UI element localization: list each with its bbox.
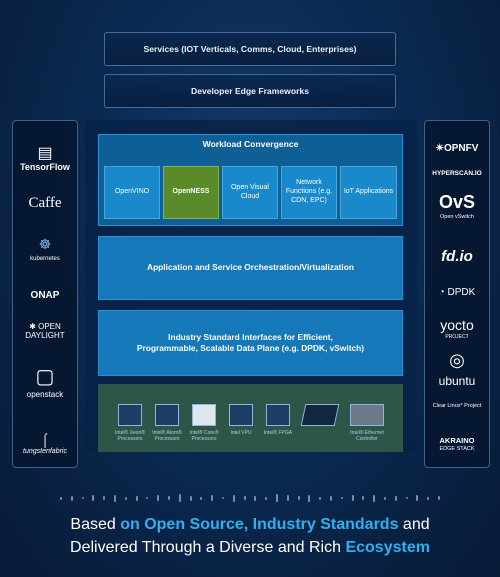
- yocto-logo: yocto: [440, 317, 474, 333]
- fdio-logo: fd.io: [441, 248, 473, 265]
- hw-label-atom: Intel® Atom® Processors: [152, 430, 182, 442]
- xeon-chip-icon: [118, 404, 142, 426]
- services-box: Services (IOT Verticals, Comms, Cloud, E…: [104, 32, 396, 66]
- onap-logo: ONAP: [30, 290, 60, 301]
- tagline-line2: Delivered Through a Diverse and Rich Eco…: [70, 539, 430, 556]
- akraino-logo: AKRAINO: [439, 436, 475, 445]
- vpu-chip-icon: [229, 404, 253, 426]
- developer-frameworks-box: Developer Edge Frameworks: [104, 74, 396, 108]
- tensorflow-icon: ▤: [37, 145, 53, 162]
- left-ecosystem-sidebar: [12, 120, 78, 468]
- interfaces-line2: Programmable, Scalable Data Plane (e.g. …: [136, 343, 365, 353]
- hyperscan-logo: HYPERSCAN.IO: [432, 170, 482, 177]
- ubuntu-logo: ubuntu: [438, 374, 476, 388]
- workload-item-network-functions: Network Functions (e.g. CDN, EPC): [281, 166, 337, 219]
- opnfv-logo: ✴OPNFV: [435, 143, 479, 154]
- ovs-logo: OvS: [438, 192, 476, 212]
- core-chip-icon: [192, 404, 216, 426]
- right-ecosystem-sidebar: [424, 120, 490, 468]
- yocto-subtitle: PROJECT: [445, 334, 469, 340]
- developer-frameworks-label: Developer Edge Frameworks: [191, 86, 309, 96]
- atom-chip-icon: [155, 404, 179, 426]
- tungstenfabric-logo: tungstenfabric: [23, 448, 67, 455]
- hw-label-vpu: Intel VPU: [230, 430, 252, 436]
- opendaylight-icon: ✱: [29, 322, 39, 331]
- hw-label-fpga: Intel® FPGA: [263, 430, 293, 436]
- kubernetes-icon: ☸: [38, 236, 52, 252]
- ovs-subtitle: Open vSwitch: [440, 214, 474, 220]
- tagline-line1: Based on Open Source, Industry Standards…: [70, 516, 430, 533]
- dpdk-logo: ◔ DPDK: [438, 287, 476, 298]
- tensorflow-logo: TensorFlow: [20, 162, 70, 172]
- hw-label-xeon: Intel® Xeon® Processors: [115, 430, 145, 442]
- workload-item-openness: OpenNESS: [163, 166, 219, 219]
- caffe-logo: Caffe: [28, 195, 62, 211]
- opnfv-icon: ✴: [435, 143, 444, 154]
- card-icon: [300, 404, 340, 426]
- ethernet-controller-icon: [350, 404, 384, 426]
- tungstenfabric-icon: ⌠: [41, 432, 49, 447]
- akraino-subtitle: EDGE STACK: [439, 446, 475, 452]
- opendaylight-logo: ✱ OPEN DAYLIGHT: [25, 322, 65, 340]
- workload-convergence-title: Workload Convergence: [202, 139, 299, 149]
- fpga-chip-icon: [266, 404, 290, 426]
- interfaces-panel: Industry Standard Interfaces for Efficie…: [98, 310, 403, 376]
- ubuntu-icon: ◎: [449, 350, 465, 370]
- clear-linux-logo: Clear Linux* Project: [432, 403, 482, 409]
- wave-divider: [60, 494, 440, 502]
- interfaces-line1: Industry Standard Interfaces for Efficie…: [168, 331, 333, 342]
- dpdk-icon: ◔: [438, 287, 448, 298]
- workload-item-openvino: OpenVINO: [104, 166, 160, 219]
- orchestration-label: Application and Service Orchestration/Vi…: [147, 262, 354, 273]
- hw-label-ethernet: Intel® Ethernet Controller: [350, 430, 384, 442]
- tagline-accent-1: on Open Source, Industry Standards: [120, 516, 399, 533]
- tagline-accent-2: Ecosystem: [345, 539, 430, 556]
- kubernetes-logo: kubernetes: [30, 256, 60, 262]
- orchestration-panel: Application and Service Orchestration/Vi…: [98, 236, 403, 300]
- hw-label-core: Intel® Core® Processors: [189, 430, 219, 442]
- workload-item-open-visual-cloud: Open Visual Cloud: [222, 166, 278, 219]
- openstack-icon: ▢: [35, 366, 55, 388]
- workload-item-iot-applications: IoT Applications: [340, 166, 397, 219]
- openstack-logo: openstack: [26, 390, 64, 399]
- services-label: Services (IOT Verticals, Comms, Cloud, E…: [143, 44, 357, 54]
